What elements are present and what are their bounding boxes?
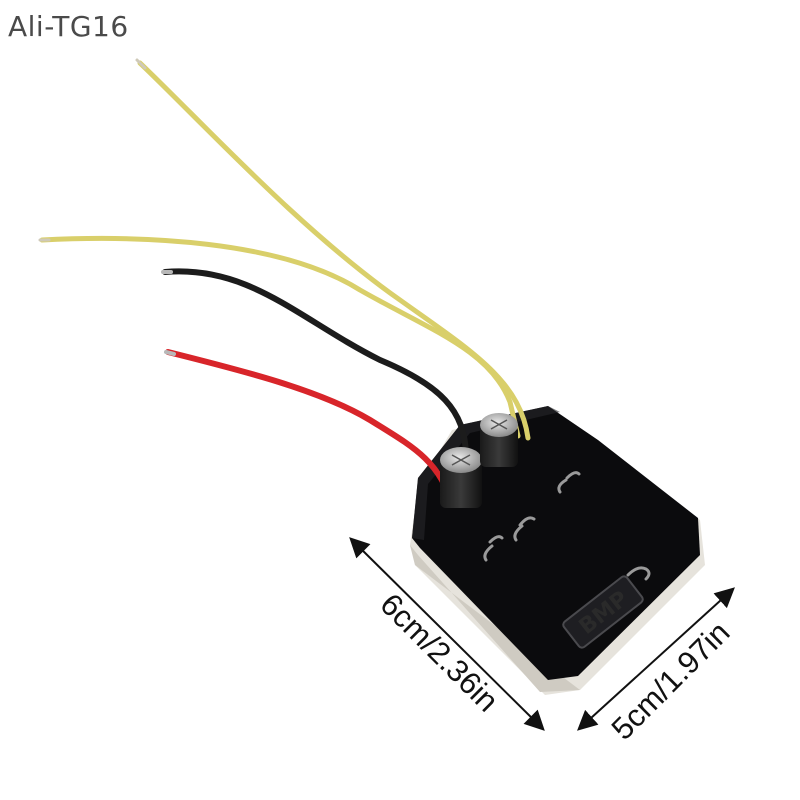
yellow-wire-1	[137, 60, 531, 441]
wires	[38, 58, 531, 508]
black-wire	[162, 268, 469, 458]
capacitor-large	[440, 447, 482, 508]
red-wire	[165, 349, 455, 508]
yellow-wire-2	[39, 235, 521, 439]
pcb-cover: BMP	[412, 406, 700, 680]
capacitor-small	[480, 413, 518, 467]
watermark-text: Ali-TG16	[8, 10, 129, 43]
